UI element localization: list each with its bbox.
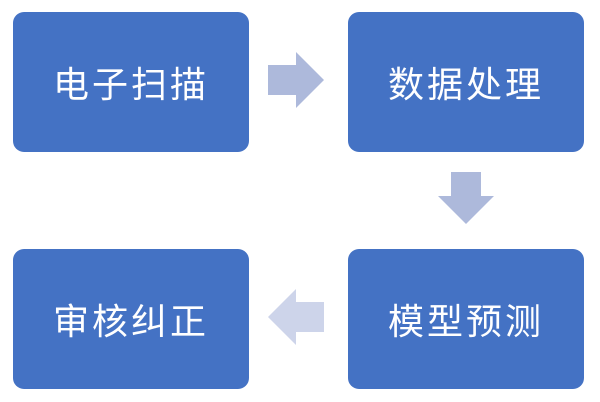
- step-label-electronic-scan: 电子扫描: [52, 65, 209, 106]
- step-label-review-correction: 审核纠正: [52, 302, 209, 343]
- arrow-left-shape: [268, 289, 324, 345]
- arrow-left-icon: [268, 289, 324, 345]
- arrow-down-icon: [438, 172, 494, 224]
- step-box-data-processing: 数据处理: [348, 12, 584, 152]
- step-box-review-correction: 审核纠正: [13, 249, 249, 389]
- step-label-data-processing: 数据处理: [387, 65, 544, 106]
- step-label-model-prediction: 模型预测: [387, 302, 544, 343]
- arrow-down-shape: [438, 172, 494, 224]
- step-box-model-prediction: 模型预测: [348, 249, 584, 389]
- step-box-electronic-scan: 电子扫描: [13, 12, 249, 152]
- arrow-right-shape: [268, 52, 324, 108]
- arrow-right-icon: [268, 52, 324, 108]
